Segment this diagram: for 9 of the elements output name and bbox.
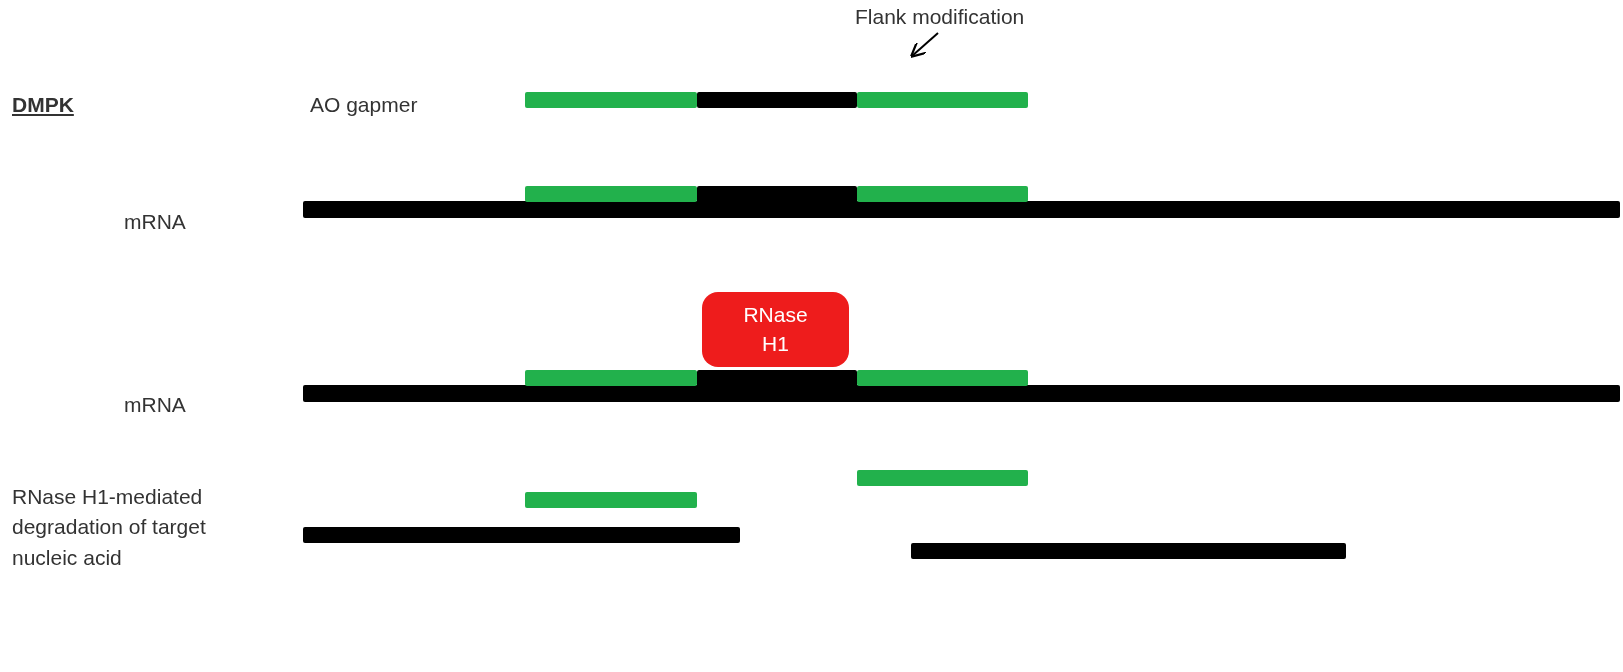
gene-label: DMPK [12, 92, 74, 118]
annotation-text: Flank modification [855, 2, 1025, 33]
row-label: mRNA [124, 209, 186, 235]
enzyme-box: RNase H1 [702, 292, 849, 367]
flank-segment [857, 92, 1028, 108]
row-label: mRNA [124, 392, 186, 418]
row-label: AO gapmer [310, 92, 418, 118]
step-description: RNase H1-mediated degradation of target nucleic acid [12, 484, 207, 571]
arrow [909, 32, 939, 59]
